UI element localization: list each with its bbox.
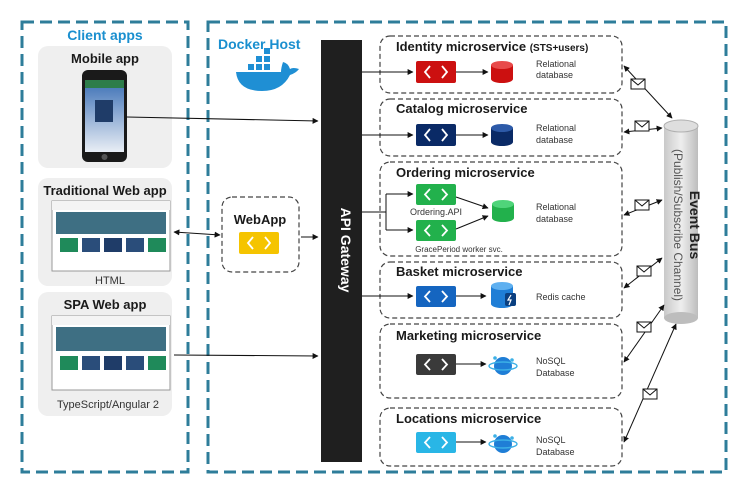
event-bus-title: Event Bus <box>687 191 703 260</box>
identity-db-icon <box>491 61 513 83</box>
docker-host-region <box>206 20 728 474</box>
identity-db-label-1: Relational <box>536 59 576 69</box>
envelope-icon-5 <box>636 321 652 333</box>
envelope-icon-2 <box>634 120 650 132</box>
ordering-db-label-2: database <box>536 214 573 224</box>
ordering-worker-label: GracePeriod worker svc. <box>415 245 503 254</box>
api-gateway-label: API Gateway <box>338 208 354 293</box>
ordering-db-icon <box>492 200 514 222</box>
marketing-container-icon <box>416 354 456 375</box>
event-bus-cylinder <box>663 119 699 324</box>
locations-container-icon <box>416 432 456 453</box>
envelope-icon-6 <box>642 388 658 400</box>
catalog-ms-title: Catalog microservice <box>396 101 528 116</box>
webapp-label: WebApp <box>234 212 287 227</box>
phone-image <box>82 70 127 162</box>
marketing-nosql-icon <box>488 356 518 375</box>
ordering-connectors <box>455 196 489 230</box>
ordering-api-label: Ordering.API <box>410 207 462 217</box>
marketing-db-label-2: Database <box>536 368 575 378</box>
identity-ms-title: Identity microservice (STS+users) <box>396 39 588 54</box>
envelope-icon-1 <box>630 78 646 90</box>
traditional-web-app-title: Traditional Web app <box>43 183 166 198</box>
marketing-db-label-1: NoSQL <box>536 356 566 366</box>
client-apps-region <box>20 20 190 474</box>
docker-whale-icon <box>236 48 299 91</box>
identity-db-label-2: database <box>536 70 573 80</box>
event-bus-subtitle: (Publish/Subscribe Channel) <box>671 149 685 301</box>
locations-ms-title: Locations microservice <box>396 411 541 426</box>
basket-ms-title: Basket microservice <box>396 264 522 279</box>
event-bus-connectors <box>623 65 677 443</box>
ordering-ms-title: Ordering microservice <box>396 165 535 180</box>
traditional-web-caption: HTML <box>95 275 125 287</box>
basket-db-label: Redis cache <box>536 292 586 302</box>
traditional-web-screenshot <box>51 200 171 272</box>
locations-db-label-2: Database <box>536 447 575 457</box>
catalog-container-icon <box>416 124 456 146</box>
redis-cache-icon <box>491 282 516 308</box>
catalog-db-label-1: Relational <box>536 123 576 133</box>
locations-db-label-1: NoSQL <box>536 435 566 445</box>
identity-container-icon <box>416 61 456 83</box>
locations-nosql-icon <box>488 434 518 453</box>
catalog-db-label-2: database <box>536 135 573 145</box>
ordering-api-container-icon <box>416 184 456 205</box>
gateway-connectors <box>362 69 414 299</box>
envelope-icon-4 <box>636 265 652 277</box>
spa-web-app-title: SPA Web app <box>64 297 147 312</box>
ordering-db-label-1: Relational <box>536 202 576 212</box>
ordering-worker-container-icon <box>416 220 456 241</box>
envelope-icon-3 <box>634 199 650 211</box>
docker-host-title: Docker Host <box>218 36 301 52</box>
client-connectors <box>125 116 319 359</box>
basket-container-icon <box>416 286 456 307</box>
api-gateway-bar <box>321 40 362 462</box>
marketing-ms-title: Marketing microservice <box>396 328 541 343</box>
catalog-db-icon <box>491 124 513 146</box>
client-apps-title: Client apps <box>67 27 143 43</box>
mobile-app-title: Mobile app <box>71 51 139 66</box>
spa-web-screenshot <box>51 315 171 391</box>
webapp-container-icon <box>239 232 279 254</box>
spa-web-caption: TypeScript/Angular 2 <box>57 399 159 411</box>
